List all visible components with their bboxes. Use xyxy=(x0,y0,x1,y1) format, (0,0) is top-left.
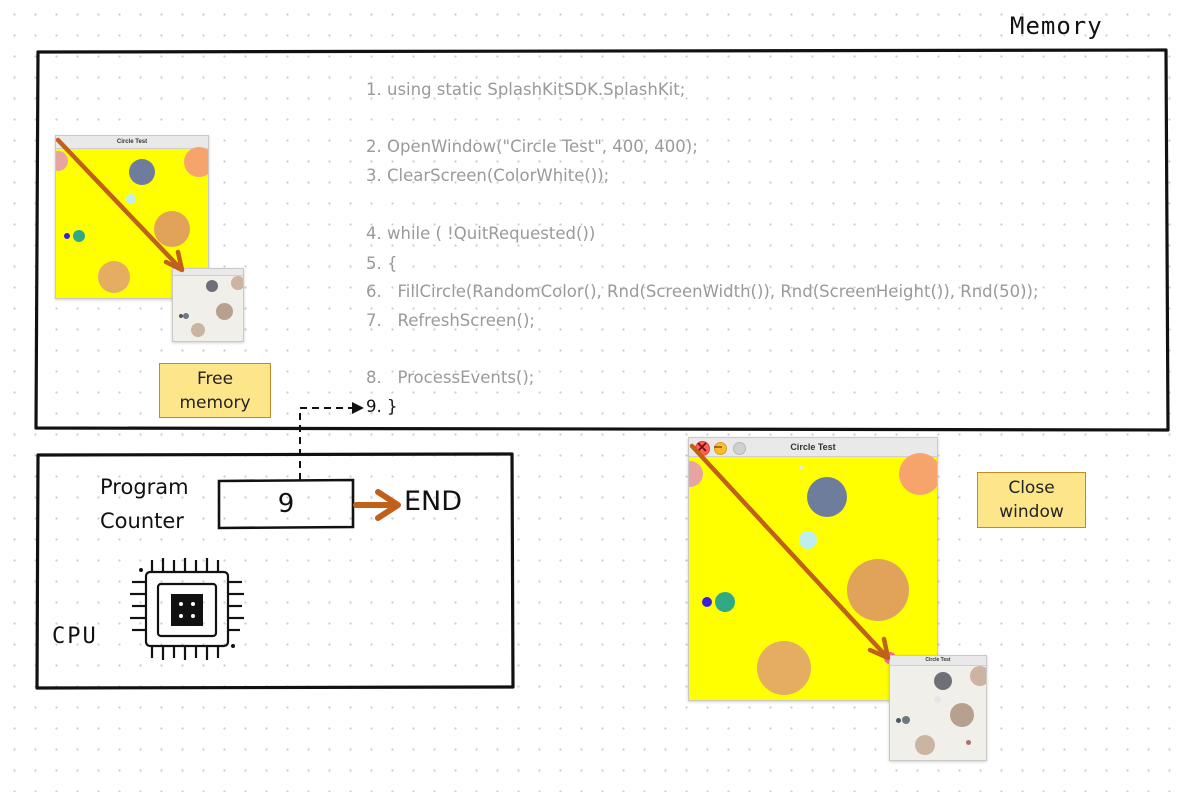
memory-title: Memory xyxy=(1010,12,1103,40)
code-line-6: 6. FillCircle(RandomColor(), Rnd(ScreenW… xyxy=(366,282,1039,301)
zoom-window-button[interactable] xyxy=(733,442,746,455)
circle-test-window-titlebar: Circle Test xyxy=(689,438,937,457)
code-line-7: 7. RefreshScreen(); xyxy=(366,311,535,330)
free-memory-note-line-2: memory xyxy=(179,393,251,413)
free-memory-note-line-1: Free xyxy=(196,369,234,389)
end-label: END xyxy=(404,486,463,517)
memory-window-thumbnail-small xyxy=(172,268,244,342)
closed-window-title: Circle Test xyxy=(890,656,986,666)
program-counter-label-line-2: Counter xyxy=(100,509,184,533)
close-window-note: Close window xyxy=(977,472,1086,528)
cpu-label: CPU xyxy=(52,624,98,649)
code-line-8: 8. ProcessEvents(); xyxy=(366,368,535,387)
code-line-2: 2. OpenWindow("Circle Test", 400, 400); xyxy=(366,137,698,156)
program-counter-value: 9 xyxy=(277,489,295,519)
free-memory-note: Free memory xyxy=(159,363,271,418)
cpu-chip-icon xyxy=(130,558,244,660)
close-window-note-line-1: Close xyxy=(1008,478,1055,498)
code-line-3: 3. ClearScreen(ColorWhite()); xyxy=(366,166,610,185)
close-window-note-line-2: window xyxy=(999,502,1064,522)
code-line-4: 4. while ( !QuitRequested()) xyxy=(366,224,596,243)
circle-test-window-title: Circle Test xyxy=(790,442,836,452)
program-counter-box xyxy=(217,478,355,530)
code-line-1: 1. using static SplashKitSDK.SplashKit; xyxy=(366,80,686,99)
program-counter-label: Program Counter xyxy=(100,470,189,538)
memory-window-title: Circle Test xyxy=(56,136,208,149)
closed-window-thumbnail: Circle Test xyxy=(889,655,987,761)
program-counter-label-line-1: Program xyxy=(100,475,189,499)
code-line-9: 9. } xyxy=(366,397,398,416)
memory-box xyxy=(34,48,1170,432)
cpu-box xyxy=(35,452,515,690)
pc-pointer-arrow xyxy=(299,407,354,480)
code-line-5: 5. { xyxy=(366,254,398,273)
minimize-window-button[interactable] xyxy=(714,442,727,455)
